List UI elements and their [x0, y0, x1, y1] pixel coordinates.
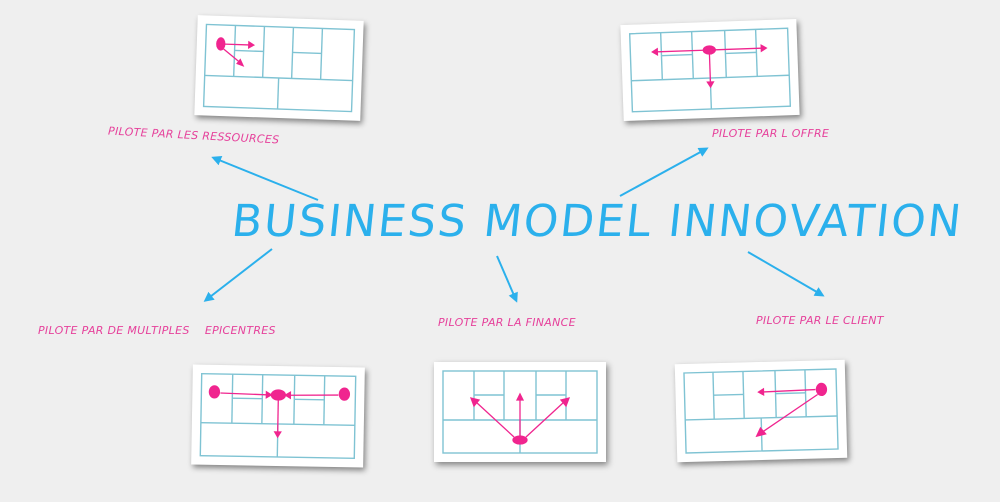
marker-dot	[216, 37, 226, 51]
marker-dot	[815, 382, 828, 397]
marker-dot	[270, 389, 287, 401]
arrow-to-finance	[496, 255, 518, 303]
arrow-to-offer	[619, 147, 709, 197]
arrow-to-resources	[211, 155, 319, 201]
marker-dot	[208, 385, 221, 399]
marker-dot	[338, 387, 351, 401]
canvas-card-offer	[620, 18, 800, 122]
canvas-card-resources	[194, 15, 364, 121]
marker-dot	[512, 435, 528, 445]
canvas-card-finance	[434, 362, 606, 462]
label-multiple: PILOTE PAR DE MULTIPLES EPICENTRES	[38, 324, 276, 337]
arrow-to-client	[747, 251, 825, 297]
canvas-card-multiple	[191, 364, 365, 468]
marker-dot	[702, 45, 716, 55]
label-offer: PILOTE PAR L OFFRE	[712, 127, 830, 140]
label-finance: PILOTE PAR LA FINANCE	[438, 316, 576, 329]
canvas-card-client	[674, 359, 848, 463]
label-client: PILOTE PAR LE CLIENT	[756, 314, 884, 327]
diagram-title: BUSINESS MODEL INNOVATION	[229, 196, 966, 247]
arrow-to-multiple	[203, 248, 273, 302]
